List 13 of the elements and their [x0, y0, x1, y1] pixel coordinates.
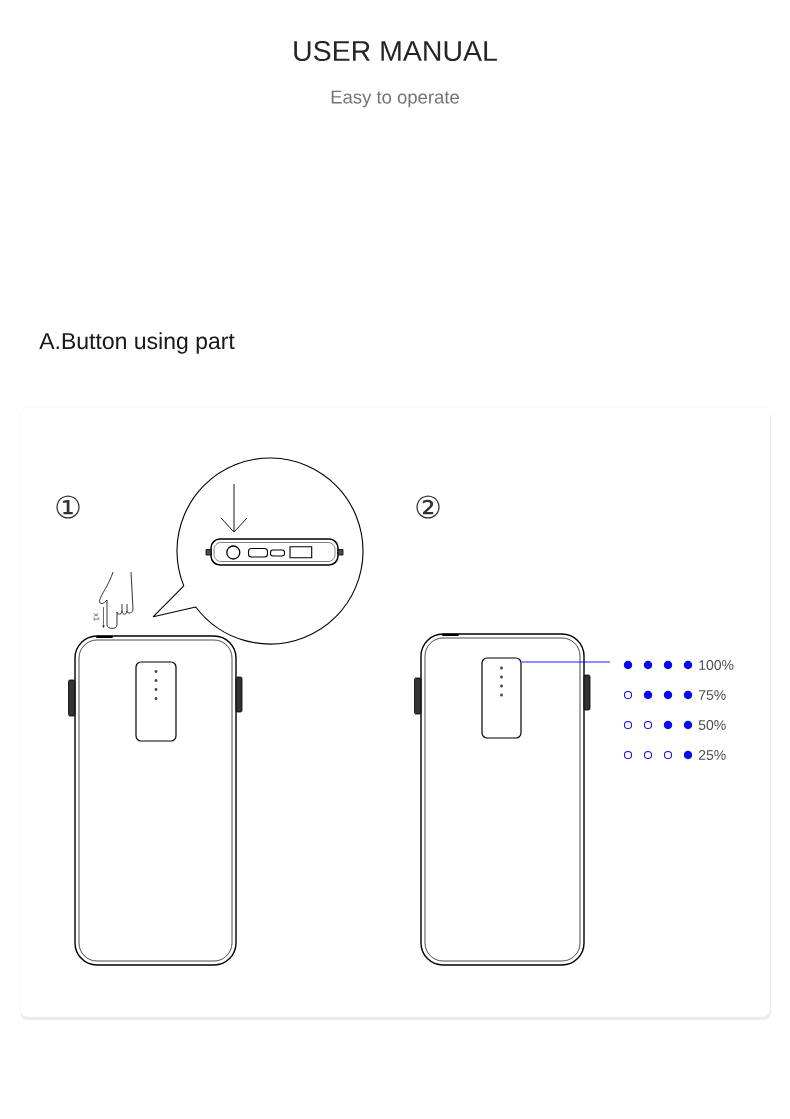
small-text: x1	[93, 612, 100, 621]
percent-label: 75%	[698, 690, 726, 700]
circled-number: ①	[56, 495, 80, 519]
percent-label: 50%	[698, 720, 726, 730]
percent-label: 100%	[699, 660, 734, 670]
led-window	[135, 661, 177, 742]
section-heading: A.Button using part	[39, 332, 235, 354]
title: USER MANUAL	[294, 40, 497, 62]
subtitle: Easy to operate	[331, 90, 459, 108]
circled-number: ②	[416, 495, 440, 519]
leader-line	[521, 661, 611, 663]
percent-label: 25%	[698, 750, 726, 760]
led-window	[481, 657, 522, 739]
